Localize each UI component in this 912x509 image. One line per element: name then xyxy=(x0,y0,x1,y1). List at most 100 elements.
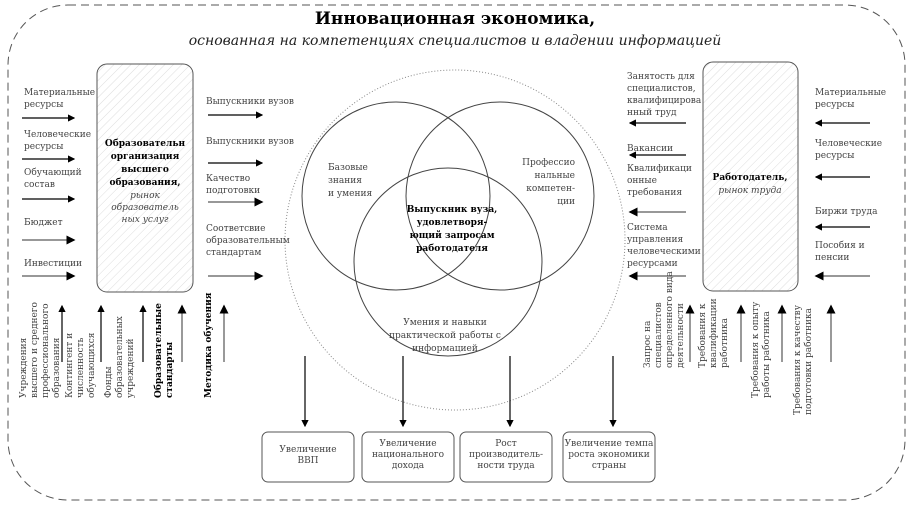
left-bottom-label: Учреждениявысшего и среднегопрофессионал… xyxy=(19,302,62,398)
right-bottom-label-line: деятельности xyxy=(676,303,686,368)
right-output-label-line: Вакансии xyxy=(627,144,673,154)
right-bottom-label-line: Запрос на xyxy=(643,320,653,368)
right-output-label-line: ресурсами xyxy=(627,259,678,269)
left-input-label: Инвестиции xyxy=(24,259,82,269)
left-input-label: Бюджет xyxy=(24,218,63,228)
venn-circle-basic xyxy=(301,101,491,291)
venn-basic-label-line: знания xyxy=(328,176,362,186)
outcome-label-line: национального xyxy=(372,450,444,460)
right-output-label-line: квалифицирова xyxy=(627,96,702,106)
right-output-label-line: управления xyxy=(627,235,684,245)
left-bottom-label-line: обучающихся xyxy=(86,332,97,398)
right-input-label-line: ресурсы xyxy=(815,100,854,110)
right-bottom-label-line: Требования к качеству xyxy=(792,304,803,415)
venn-info-label-line: Умения и навыки xyxy=(403,318,486,328)
venn-center-label-line: работодателя xyxy=(416,243,488,254)
left-output-label-line: Выпускники вузов xyxy=(206,137,294,147)
left-bottom-label: Фондыобразовательныхучреждений xyxy=(104,316,136,398)
right-bottom-label-line: Требования к xyxy=(697,303,708,368)
outcome-box xyxy=(459,431,553,483)
venn-info-label: Умения и навыки практической работы с инфо… xyxy=(389,318,501,354)
left-output-label: Выпускники вузов xyxy=(206,97,294,107)
left-bottom-label-line: высшего и среднего xyxy=(30,302,40,398)
venn-circle-info xyxy=(353,167,543,357)
title: Инновационная экономика, xyxy=(315,9,595,29)
outcome-label-line: Увеличение xyxy=(379,439,436,449)
right-bottom-label: Требования к опытуработы работника xyxy=(750,301,772,398)
university-title-line: высшего xyxy=(121,165,169,175)
left-bottom-label-line: Фонды xyxy=(104,366,114,398)
employer-subtitle: рынок труда xyxy=(718,186,781,196)
left-bottom-label-line: учреждений xyxy=(126,339,136,398)
right-bottom-label-line: специалистов xyxy=(654,302,664,368)
venn-professional-label-line: Профессио xyxy=(522,158,575,168)
right-bottom-label: Требования к качествуподготовки работник… xyxy=(792,304,814,415)
university-subtitle-line: рынок xyxy=(130,191,160,201)
right-output-label-line: онные xyxy=(627,176,657,186)
outcome-label-line: производитель- xyxy=(469,450,543,460)
university-subtitle-line: образователь xyxy=(111,202,179,213)
left-bottom-label-line: Учреждения xyxy=(19,337,29,398)
venn-center-label-line: Выпускник вуза, xyxy=(407,205,498,215)
left-output-label-line: стандартам xyxy=(206,248,261,258)
university-box xyxy=(96,63,194,293)
venn-professional-label-line: ции xyxy=(557,197,575,207)
venn-center-label-line: ющий запросам xyxy=(409,230,494,241)
right-bottom-label: Требования кквалификацииработника xyxy=(697,298,730,368)
venn-info-label-line: информацией xyxy=(412,344,478,354)
left-bottom-label-line: профессионального xyxy=(41,303,51,398)
left-input-label-line: Обучающий xyxy=(24,167,82,178)
left-output-label-line: образовательным xyxy=(206,235,290,246)
right-bottom-label-line: работы работника xyxy=(761,310,772,398)
left-bottom-label: Образовательныестандарты xyxy=(153,303,175,398)
right-output-label: Вакансии xyxy=(627,144,673,154)
outcome-label-line: ВВП xyxy=(297,456,318,466)
venn-professional-label-line: нальные xyxy=(535,171,575,181)
left-input-label-line: Человеческие xyxy=(24,130,91,140)
left-output-label-line: Соответсвие xyxy=(206,224,266,234)
left-output-label: Качество подготовки xyxy=(206,174,260,196)
left-input-label-line: ресурсы xyxy=(24,142,63,152)
left-input-label-line: Бюджет xyxy=(24,218,63,228)
right-output-label-line: Система xyxy=(627,223,668,233)
left-output-label-line: подготовки xyxy=(206,186,260,196)
venn-basic-label-line: Базовые xyxy=(328,163,368,173)
left-bottom-label: Методика обучения xyxy=(203,292,214,398)
outer-frame xyxy=(7,4,906,501)
left-bottom-label: Контингент ичисленностьобучающихся xyxy=(65,332,97,398)
right-bottom-label-line: определенного вида xyxy=(665,271,675,368)
right-output-label-line: Квалификаци xyxy=(627,164,692,174)
venn-info-label-line: практической работы с xyxy=(389,330,501,341)
right-bottom-label-line: Требования к опыту xyxy=(750,301,761,398)
left-bottom-label-line: Методика обучения xyxy=(203,292,214,398)
right-input-label-line: Пособия и xyxy=(815,240,865,251)
right-input-label-line: ресурсы xyxy=(815,151,854,161)
left-output-label-line: Качество xyxy=(206,174,250,184)
outcome-box xyxy=(562,431,656,483)
right-input-label: Пособия и пенсии xyxy=(815,240,865,263)
right-output-label-line: специалистов, xyxy=(627,84,696,94)
left-output-label: Выпускники вузов xyxy=(206,137,294,147)
right-input-label-line: пенсии xyxy=(815,253,849,263)
outer-dotted-circle xyxy=(284,69,626,411)
employer-box xyxy=(702,61,799,292)
venn-center-label-line: удовлетворя- xyxy=(417,218,488,228)
outcome-label-line: Увеличение xyxy=(279,445,336,455)
left-input-label-line: Материальные xyxy=(24,88,95,98)
right-bottom-label-line: квалификации xyxy=(709,298,719,368)
university-title-line: Образовательн xyxy=(105,138,186,149)
outcome-label-line: роста экономики xyxy=(568,450,650,460)
outcome-label-line: ности труда xyxy=(477,461,535,471)
left-bottom-label-line: Контингент и xyxy=(65,333,75,398)
left-input-label: Человеческие ресурсы xyxy=(24,130,91,152)
